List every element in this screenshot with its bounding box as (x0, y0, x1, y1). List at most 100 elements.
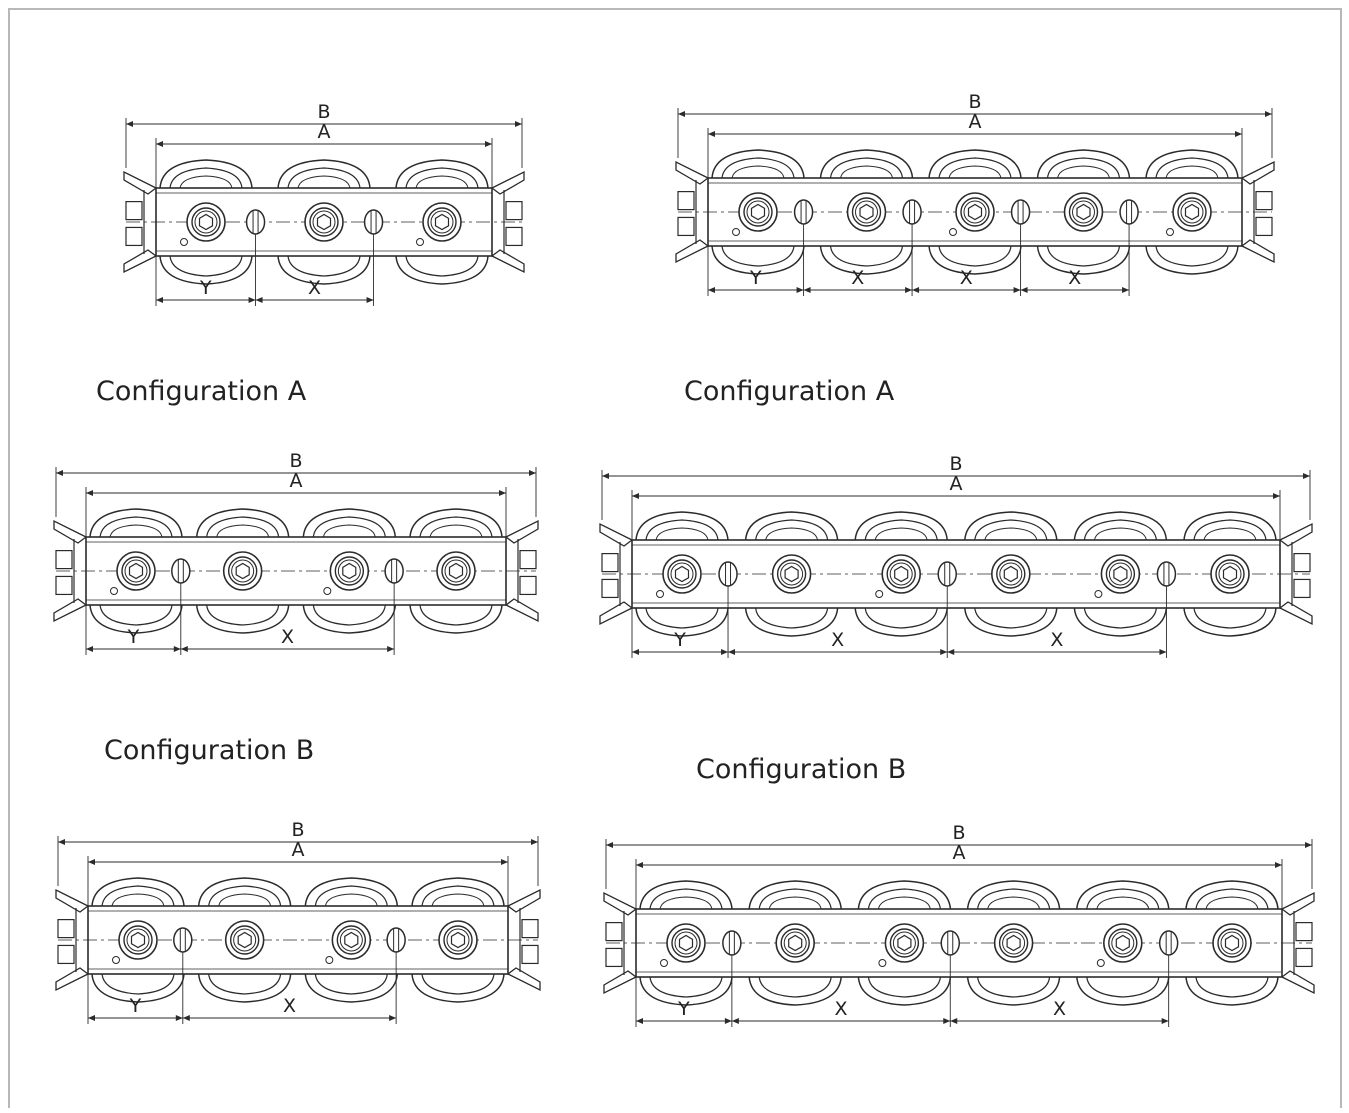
pin-icon (940, 930, 961, 956)
dim-label-a: A (950, 473, 963, 495)
end-bracket-icon (675, 160, 710, 185)
hole-icon (180, 238, 188, 246)
wheel-icon (964, 511, 1058, 541)
hole-icon (660, 959, 668, 967)
end-bracket-icon (504, 519, 539, 544)
dim-label-b: B (317, 101, 330, 123)
wheel-icon (304, 877, 399, 907)
wheel-icon (744, 511, 839, 541)
hole-icon (112, 956, 120, 964)
caption-row1-left: Configuration A (96, 376, 307, 407)
pin-icon (1156, 561, 1177, 587)
dim-label-x: X (1050, 629, 1063, 651)
bolt-head-icon (436, 551, 476, 591)
dim-label-x: X (281, 626, 294, 648)
bolt-head-icon (331, 920, 372, 960)
wheel-icon (91, 877, 185, 907)
caption-row2-right: Configuration B (696, 754, 906, 785)
wheel-icon (639, 880, 733, 910)
end-bracket-icon (506, 888, 541, 913)
bolt-head-icon (329, 551, 370, 591)
roller-assembly: BA Y X X (599, 453, 1313, 658)
wheel-icon (748, 880, 842, 910)
wheel-icon (409, 508, 503, 538)
wheel-icon (857, 880, 952, 910)
wheel-icon (395, 159, 489, 189)
dim-label-b: B (949, 453, 962, 475)
dim-label-x: X (960, 267, 973, 289)
pin-icon (937, 561, 957, 587)
dim-label-y: Y (673, 629, 686, 651)
wheel-icon (1185, 880, 1279, 910)
pin-icon (171, 558, 191, 584)
dim-label-x: X (851, 267, 864, 289)
roller-assembly: BA Y X X X (675, 91, 1275, 296)
pin-icon (363, 209, 384, 235)
dim-label-y: Y (749, 267, 762, 289)
end-bracket-icon (1240, 160, 1275, 185)
pin-icon (722, 930, 742, 956)
pin-icon (384, 558, 404, 584)
end-bracket-icon (53, 519, 88, 544)
pin-icon (793, 199, 814, 225)
dim-label-a: A (292, 839, 305, 861)
hole-icon (1096, 959, 1105, 967)
end-bracket-icon (123, 170, 158, 195)
pin-icon (1158, 930, 1179, 956)
wheel-icon (711, 149, 805, 179)
dim-label-a: A (318, 121, 331, 143)
wheel-icon (1036, 149, 1131, 179)
dim-label-x: X (283, 995, 296, 1017)
hole-icon (949, 228, 957, 236)
dim-label-x: X (1068, 267, 1081, 289)
dim-label-a: A (290, 470, 303, 492)
wheel-icon (277, 159, 371, 189)
wheel-icon (635, 511, 729, 541)
dim-label-x: X (835, 998, 848, 1020)
bolt-head-icon (662, 554, 702, 594)
bolt-head-icon (438, 920, 478, 960)
wheel-icon (1145, 149, 1239, 179)
end-bracket-icon (1280, 891, 1315, 916)
wheel-icon (819, 149, 914, 179)
dim-label-y: Y (129, 995, 142, 1017)
bolt-head-icon (881, 554, 922, 594)
dim-label-y: Y (199, 277, 212, 299)
dim-label-x: X (308, 277, 321, 299)
bolt-head-icon (666, 923, 706, 963)
dim-label-b: B (968, 91, 981, 113)
caption-row1-right: Configuration A (684, 376, 895, 407)
hole-icon (110, 587, 118, 595)
wheel-icon (966, 880, 1061, 910)
hole-icon (416, 238, 424, 246)
caption-row2-left: Configuration B (104, 735, 314, 766)
wheel-icon (159, 159, 253, 189)
wheel-icon (1076, 880, 1170, 910)
roller-assembly: BA Y X X (603, 822, 1315, 1027)
dim-label-y: Y (677, 998, 690, 1020)
dim-label-x: X (831, 629, 844, 651)
wheel-icon (854, 511, 948, 541)
pin-icon (718, 561, 738, 587)
dim-label-b: B (952, 822, 965, 844)
bolt-head-icon (775, 923, 816, 963)
hole-icon (878, 959, 887, 967)
dim-label-x: X (1053, 998, 1066, 1020)
wheel-icon (928, 149, 1022, 179)
hole-icon (1166, 228, 1174, 236)
pin-icon (1119, 199, 1139, 225)
hole-icon (875, 590, 884, 598)
roller-assembly: BA Y X (123, 101, 525, 306)
dim-label-a: A (953, 842, 966, 864)
hole-icon (1094, 590, 1103, 598)
dim-label-a: A (969, 111, 982, 133)
wheel-icon (89, 508, 183, 538)
end-bracket-icon (603, 891, 638, 916)
pin-icon (1010, 199, 1031, 225)
hole-icon (656, 590, 664, 598)
wheel-icon (1073, 511, 1168, 541)
bolt-head-icon (884, 923, 925, 963)
